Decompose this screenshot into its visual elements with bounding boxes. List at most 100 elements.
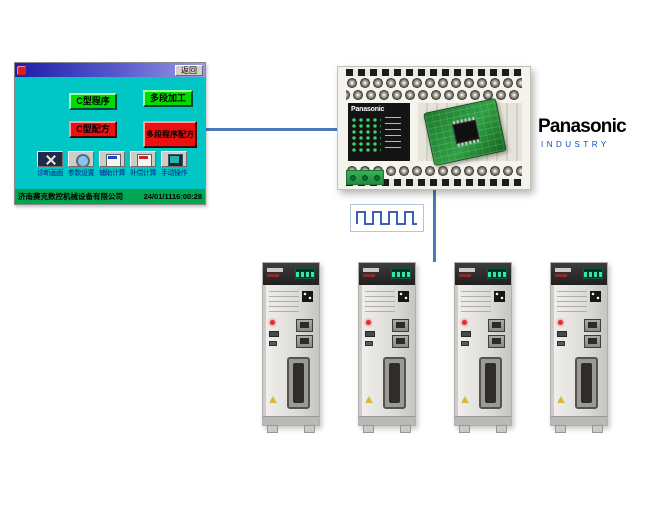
hmi-titlebar: 返回 — [15, 63, 205, 77]
servo-port-x1 — [296, 319, 313, 332]
servo-display — [295, 268, 315, 279]
hmi-logo-icon — [17, 65, 26, 75]
plc-bottom-screw-row — [346, 165, 522, 178]
tool-label: 辅助计算 — [99, 170, 126, 177]
servo-foot — [496, 425, 507, 433]
servo-brand-mark — [363, 268, 379, 277]
auxiliary-calc-button[interactable]: 辅助计算 — [98, 151, 126, 178]
servo-qr-code — [494, 291, 505, 302]
diagnostic-screen-button[interactable]: 诊断画面 — [36, 151, 64, 178]
square-wave — [356, 211, 417, 225]
tool-label: 参数设置 — [68, 170, 95, 177]
servo-port-x2 — [296, 335, 313, 348]
servo-top-cap — [263, 263, 319, 285]
servo-base-plate — [263, 416, 319, 425]
servo-aux-port — [365, 341, 373, 346]
program-c-button[interactable]: C型程序 — [69, 93, 117, 110]
plc-green-terminal-block — [346, 170, 384, 185]
servo-label-text — [269, 291, 299, 315]
servo-main-connector — [479, 357, 502, 409]
servo-network-ports — [296, 319, 313, 351]
plc-chip — [452, 119, 480, 145]
warning-triangle-icon — [365, 396, 373, 403]
servo-feet — [555, 425, 603, 433]
servo-main-connector — [383, 357, 406, 409]
manual-screen-icon — [161, 151, 187, 167]
servo-port-x1 — [392, 319, 409, 332]
plc-led-labels — [385, 117, 401, 153]
servo-feet — [363, 425, 411, 433]
datetime: 24/01/1116:00:28 — [143, 192, 202, 201]
plc-top-screw-row — [346, 77, 522, 90]
industry-label: INDUSTRY — [541, 140, 610, 149]
plc-device: Panasonic — [337, 66, 531, 190]
gear-icon — [68, 151, 94, 167]
servo-qr-code — [398, 291, 409, 302]
servo-top-cap — [551, 263, 607, 285]
compensation-calc-button[interactable]: 补偿计算 — [129, 151, 157, 178]
servo-display — [487, 268, 507, 279]
servo-display — [391, 268, 411, 279]
diagnostic-tools-icon — [37, 151, 63, 167]
multi-segment-button[interactable]: 多段加工 — [143, 90, 193, 107]
connection-line-hmi-plc — [206, 128, 337, 131]
plc-top-screw-row-2 — [346, 90, 522, 101]
servo-foot — [555, 425, 566, 433]
servo-feet — [459, 425, 507, 433]
servo-port-x1 — [584, 319, 601, 332]
company-name: 济南赛克数控机械设备有限公司 — [18, 192, 123, 201]
parameter-settings-button[interactable]: 参数设置 — [67, 151, 95, 178]
back-button[interactable]: 返回 — [175, 64, 203, 76]
servo-base-plate — [551, 416, 607, 425]
tool-label: 补偿计算 — [130, 170, 157, 177]
servo-drive-3 — [454, 262, 512, 433]
calculator-blue-icon — [99, 151, 125, 167]
servo-display — [583, 268, 603, 279]
manual-operation-button[interactable]: 手动操作 — [160, 151, 188, 178]
servo-top-cap — [455, 263, 511, 285]
servo-feet — [267, 425, 315, 433]
servo-usb-port — [365, 331, 375, 337]
servo-status-led — [366, 320, 371, 325]
servo-usb-port — [269, 331, 279, 337]
servo-network-ports — [584, 319, 601, 351]
servo-usb-port — [461, 331, 471, 337]
servo-base-plate — [455, 416, 511, 425]
recipe-c-button[interactable]: C型配方 — [69, 121, 117, 138]
servo-brand-mark — [555, 268, 571, 277]
servo-top-cap — [359, 263, 415, 285]
calculator-red-icon — [130, 151, 156, 167]
warning-triangle-icon — [269, 396, 277, 403]
servo-network-ports — [392, 319, 409, 351]
plc-status-led-grid — [351, 117, 381, 153]
panasonic-logo: Panasonic INDUSTRY — [538, 116, 636, 149]
servo-qr-code — [302, 291, 313, 302]
hmi-statusbar: 济南赛克数控机械设备有限公司 24/01/1116:00:28 — [15, 189, 205, 204]
servo-qr-code — [590, 291, 601, 302]
plc-brand-label: Panasonic — [351, 106, 385, 113]
plc-top-terminal-tabs — [346, 69, 522, 76]
servo-aux-port — [269, 341, 277, 346]
servo-drive-2 — [358, 262, 416, 433]
panasonic-wordmark: Panasonic — [538, 116, 627, 137]
recipe-multi-button[interactable]: 多段程序配方 — [143, 121, 197, 148]
connection-line-plc-servos — [433, 190, 436, 262]
servo-main-connector — [575, 357, 598, 409]
tool-label: 手动操作 — [161, 170, 188, 177]
hmi-toolbar: 诊断画面 参数设置 辅助计算 补偿计算 手动操作 — [36, 151, 188, 178]
servo-base-plate — [359, 416, 415, 425]
servo-status-led — [558, 320, 563, 325]
servo-foot — [400, 425, 411, 433]
warning-triangle-icon — [461, 396, 469, 403]
servo-port-x2 — [392, 335, 409, 348]
pulse-signal-icon — [350, 204, 424, 232]
servo-brand-mark — [267, 268, 283, 277]
servo-main-connector — [287, 357, 310, 409]
servo-status-led — [462, 320, 467, 325]
tool-label: 诊断画面 — [37, 170, 64, 177]
servo-aux-port — [557, 341, 565, 346]
warning-triangle-icon — [557, 396, 565, 403]
plc-bottom-terminal-tabs — [346, 179, 522, 186]
servo-port-x2 — [488, 335, 505, 348]
